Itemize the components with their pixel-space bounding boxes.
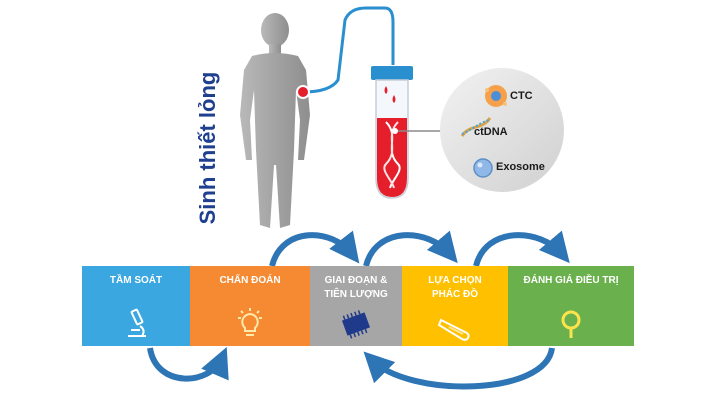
stage-3: GIAI ĐOẠN & TIÊN LƯỢNG <box>310 266 402 346</box>
arrow-tam-soat-to-chan-doan <box>147 346 229 382</box>
stage-label: CHẨN ĐOÁN <box>219 275 281 286</box>
test-tube-icon <box>437 306 473 342</box>
magnifier-icon <box>553 306 589 342</box>
biomarker-label-exosome: Exosome <box>496 161 545 173</box>
human-body-icon <box>240 13 310 228</box>
biomarker-label-ctdna: ctDNA <box>474 126 508 138</box>
page-title: Sinh thiết lỏng <box>195 71 220 225</box>
arrow-lua-chon-to-danh-gia <box>473 230 570 267</box>
puncture-point-icon <box>296 85 310 99</box>
arrow-danh-gia-to-giai-doan <box>363 347 555 390</box>
biomarker-label-ctc: CTC <box>510 90 533 102</box>
stage-1: TẦM SOÁT <box>82 266 190 346</box>
stage-2: CHẨN ĐOÁN <box>190 266 310 346</box>
dna-strand-icon <box>460 117 492 137</box>
stage-label: GIAI ĐOẠN & TIÊN LƯỢNG <box>324 275 388 300</box>
blood-tube-icon <box>371 66 413 199</box>
chip-icon <box>338 306 374 342</box>
stage-4: LỰA CHỌN PHÁC ĐỒ <box>402 266 508 346</box>
stage-label: LỰA CHỌN PHÁC ĐỒ <box>428 275 482 300</box>
blood-line <box>302 6 395 94</box>
exosome-icon <box>473 158 493 178</box>
arrow-giai-doan-to-lua-chon <box>363 230 458 267</box>
microscope-icon <box>118 306 154 342</box>
stage-label: ĐÁNH GIÁ ĐIỀU TRỊ <box>523 275 619 286</box>
ctc-cell-icon <box>485 85 507 107</box>
stage-label: TẦM SOÁT <box>109 275 163 286</box>
lightbulb-icon <box>232 306 268 342</box>
arrow-chan-doan-to-giai-doan <box>269 230 360 267</box>
stage-5: ĐÁNH GIÁ ĐIỀU TRỊ <box>508 266 634 346</box>
biomarker-bubble <box>440 68 564 192</box>
